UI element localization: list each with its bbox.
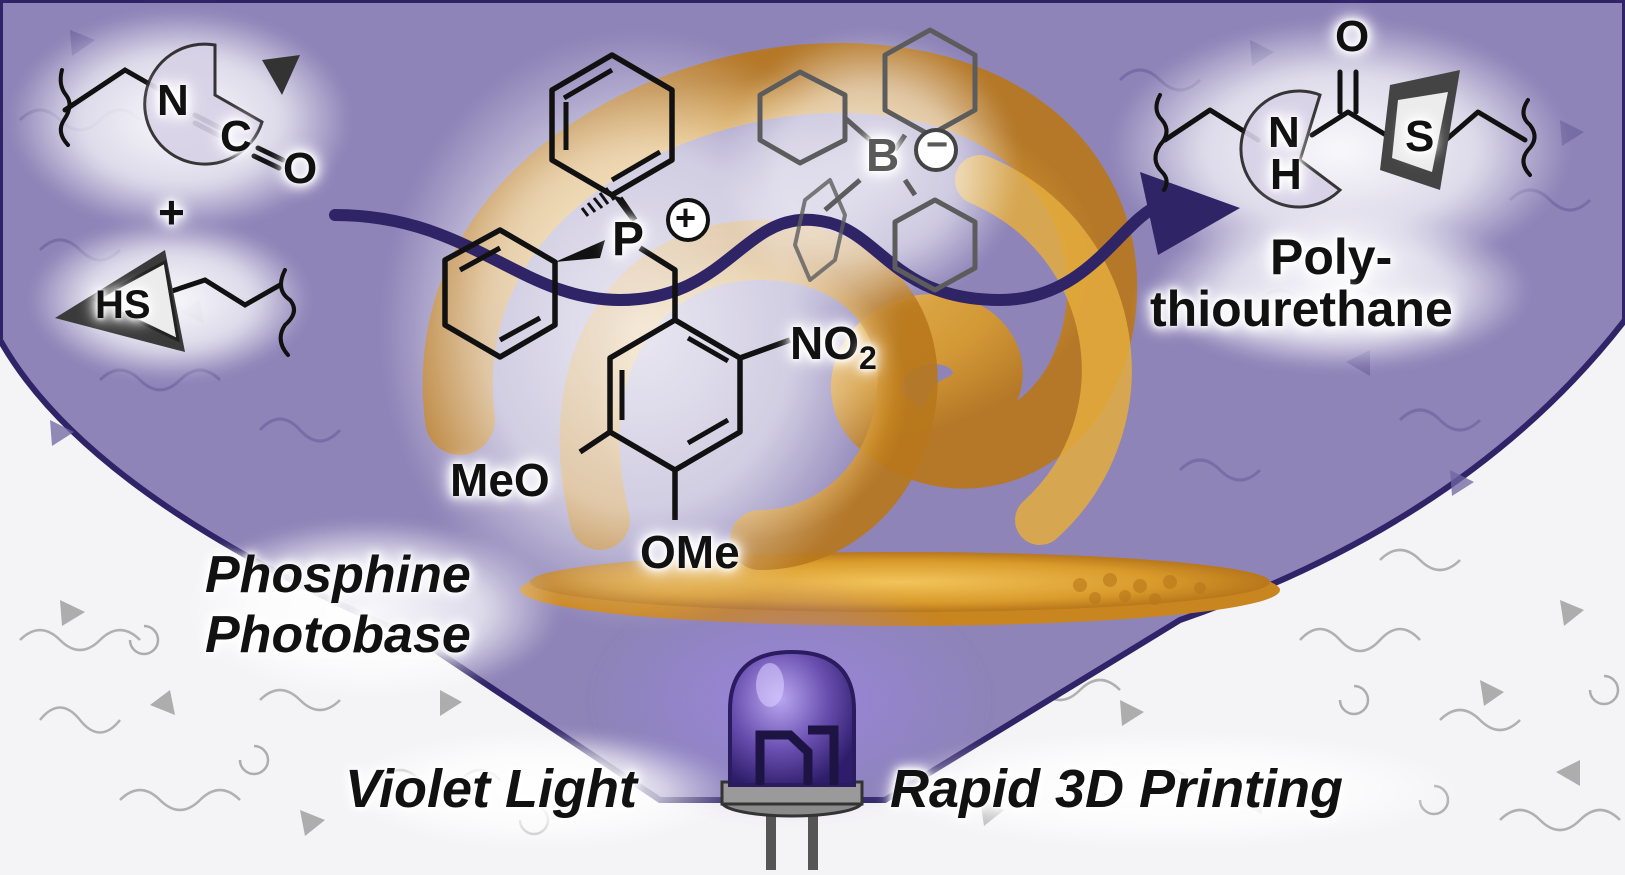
isocyanate-n-label: N	[157, 76, 189, 125]
reaction-arrow	[329, 199, 1166, 307]
nitro-label: NO	[790, 317, 859, 369]
product-name-line2: thiourethane	[1150, 281, 1453, 337]
anion-circle	[914, 128, 958, 172]
led-bulb-icon	[720, 649, 864, 870]
product-n-label: N	[1268, 108, 1300, 157]
isocyanate-wedge	[262, 55, 300, 95]
nitro-group: NO2	[790, 316, 877, 377]
violet-light-label: Violet Light	[345, 759, 637, 819]
cation-charge: +	[675, 197, 697, 238]
isocyanate-c-label: C	[220, 112, 252, 161]
product-h-label: H	[1270, 150, 1302, 199]
isocyanate-pacman-circle	[143, 42, 264, 166]
phosphorus-label: P	[612, 213, 645, 266]
thiol-hs-label: HS	[95, 283, 151, 327]
product-skeleton	[1153, 69, 1537, 192]
rapid-printing-label: Rapid 3D Printing	[890, 759, 1344, 819]
product-o-label: O	[1335, 12, 1370, 61]
phosphonium-wedge-left	[555, 240, 605, 262]
reaction-arrowhead	[1140, 172, 1240, 255]
thiol-fragment	[142, 268, 296, 357]
phosphonium-skeleton	[442, 52, 791, 520]
methoxy-left-label: MeO	[450, 454, 550, 506]
plus-sign: +	[158, 186, 185, 238]
product-name-line1: Poly-	[1270, 229, 1393, 285]
nitro-subscript: 2	[859, 340, 877, 377]
photobase-label-line2: Photobase	[205, 606, 471, 664]
photobase-label-line1: Phosphine	[205, 546, 471, 604]
product-s-label: S	[1405, 112, 1435, 161]
phosphonium-hash	[580, 187, 616, 217]
boron-label: B	[866, 129, 900, 181]
cation-circle	[666, 198, 710, 242]
anion-charge: −	[926, 124, 949, 166]
product-pacman-circle	[1239, 89, 1343, 209]
isocyanate-o-label: O	[283, 144, 318, 193]
methoxy-bottom-label: OMe	[640, 526, 740, 578]
phosphonium-wedge-top	[612, 195, 632, 222]
